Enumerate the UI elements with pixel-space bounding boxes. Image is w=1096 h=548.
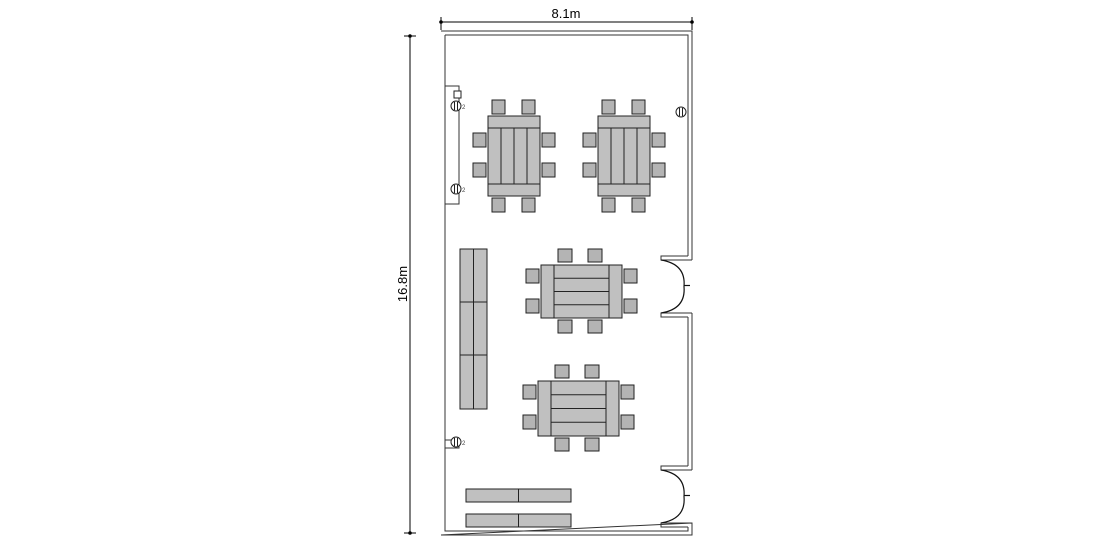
chair <box>623 268 638 284</box>
inner-wall <box>444 34 689 532</box>
chair <box>601 197 616 213</box>
doors <box>660 259 690 524</box>
bench-rows <box>465 488 572 528</box>
chair <box>557 319 573 334</box>
outlet-icon: 2 <box>450 436 466 448</box>
chair <box>631 197 646 213</box>
chair <box>541 162 556 178</box>
height-dimension: 16.8m <box>395 34 416 535</box>
chair <box>491 197 506 213</box>
side-table <box>459 248 488 410</box>
chair <box>631 99 646 115</box>
chair <box>522 414 537 430</box>
outlet-label: 2 <box>462 105 466 111</box>
chair <box>651 132 666 148</box>
chair <box>521 99 536 115</box>
chair <box>554 364 570 379</box>
chair <box>623 298 638 314</box>
chair <box>620 414 635 430</box>
chair <box>525 298 540 314</box>
outlet-icon: 2 <box>450 100 466 112</box>
switch-icon <box>453 90 462 99</box>
chair <box>587 319 603 334</box>
outlet-label: 2 <box>462 188 466 194</box>
chair <box>584 364 600 379</box>
outlet-label: 2 <box>462 441 466 447</box>
conference-table <box>472 99 556 213</box>
width-label: 8.1m <box>552 6 581 21</box>
chair <box>522 384 537 400</box>
chair <box>491 99 506 115</box>
conference-table <box>582 99 666 213</box>
room-walls <box>440 30 693 536</box>
chair <box>472 132 487 148</box>
outer-wall <box>440 30 693 536</box>
chair <box>651 162 666 178</box>
double-door <box>660 259 690 314</box>
chair <box>554 437 570 452</box>
width-dimension: 8.1m <box>439 6 694 30</box>
chair <box>601 99 616 115</box>
chair <box>587 248 603 263</box>
double-door <box>660 469 690 524</box>
chair <box>557 248 573 263</box>
chair <box>620 384 635 400</box>
chair <box>525 268 540 284</box>
chair <box>521 197 536 213</box>
outlet-icon: 2 <box>450 183 466 195</box>
outlets: 2 2 2 <box>450 90 687 448</box>
chair <box>582 162 597 178</box>
chair <box>584 437 600 452</box>
chair <box>472 162 487 178</box>
conference-table <box>525 248 638 334</box>
chair <box>582 132 597 148</box>
height-label: 16.8m <box>395 266 410 302</box>
chair <box>541 132 556 148</box>
conference-tables <box>472 99 666 452</box>
outlet-icon <box>675 106 687 118</box>
conference-table <box>522 364 635 452</box>
